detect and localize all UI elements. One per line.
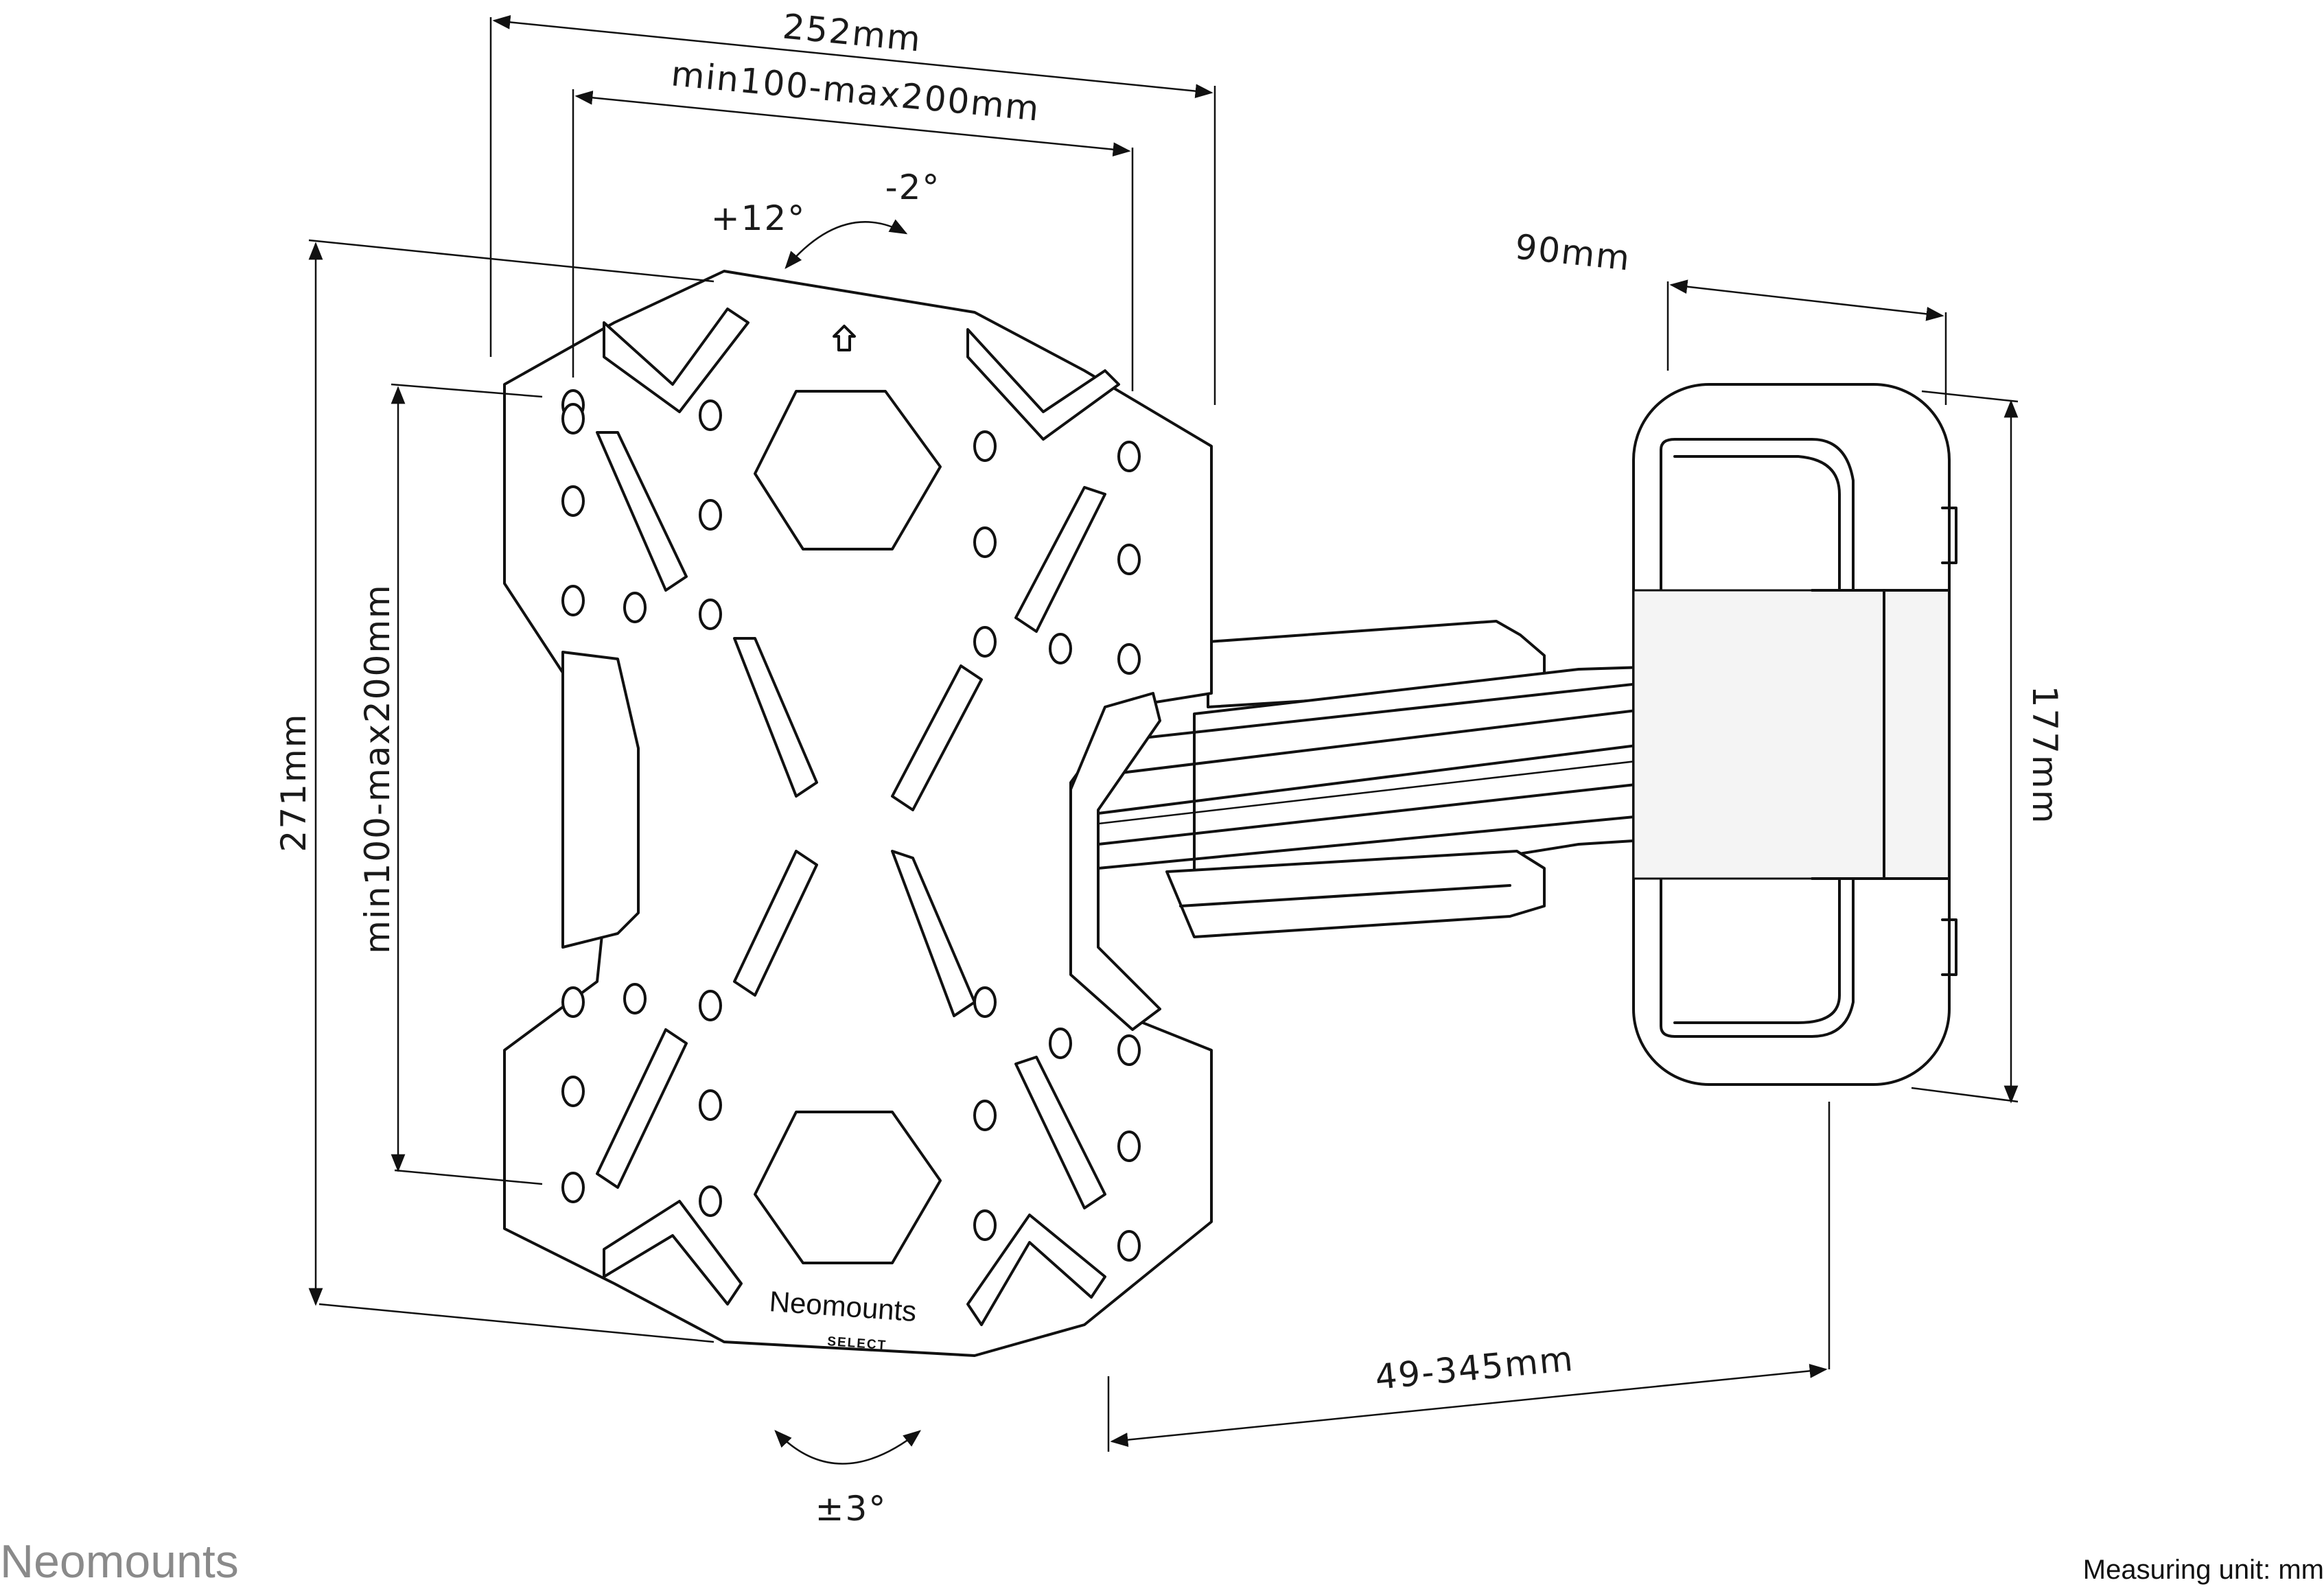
mount-hole <box>699 599 722 630</box>
mount-hole <box>1117 1034 1141 1066</box>
mount-hole <box>699 990 722 1021</box>
mount-hole <box>973 526 997 558</box>
angle-tilt-up: +12° <box>711 198 806 238</box>
mount-hole <box>1117 544 1141 575</box>
wall-plate <box>1632 383 1957 1086</box>
angle-rotation: ±3° <box>815 1489 887 1529</box>
measuring-unit: Measuring unit: mm <box>2083 1555 2324 1585</box>
mount-hole <box>1117 1230 1141 1262</box>
mount-hole <box>973 986 997 1018</box>
mount-hole <box>699 399 722 431</box>
dim-extension: 49-345mm <box>1373 1338 1576 1397</box>
mount-hole <box>623 983 647 1014</box>
angle-tilt-down: -2° <box>885 167 941 207</box>
mount-hole <box>561 986 585 1018</box>
dim-wall-plate-height: 177mm <box>2025 686 2065 825</box>
mount-hole <box>973 1209 997 1241</box>
dimension-lines <box>308 14 2019 1465</box>
dim-vesa-horizontal: min100-max200mm <box>669 54 1042 128</box>
mount-hole <box>561 485 585 517</box>
mount-hole <box>973 626 997 658</box>
mount-hole <box>561 403 585 434</box>
mount-hole <box>699 499 722 531</box>
mount-hole <box>1117 643 1141 675</box>
mount-hole <box>623 592 647 623</box>
mount-hole <box>561 1172 585 1203</box>
plate-slots <box>561 308 1161 1326</box>
brand-logo: Neomounts <box>0 1535 239 1586</box>
dim-height-total: 271mm <box>274 713 314 853</box>
dim-arm-depth: 90mm <box>1513 227 1633 278</box>
mount-hole <box>1049 633 1072 664</box>
mount-hole <box>699 1185 722 1217</box>
mount-hole <box>973 430 997 462</box>
dim-vesa-vertical: min100-max200mm <box>358 583 397 954</box>
mount-hole <box>1049 1028 1072 1059</box>
mount-hole <box>561 1076 585 1107</box>
mount-hole <box>699 1089 722 1121</box>
mount-hole <box>561 585 585 616</box>
mount-hole <box>1117 1130 1141 1162</box>
mount-holes <box>561 389 1141 1262</box>
mount-hole <box>973 1100 997 1131</box>
mount-hole <box>1117 441 1141 472</box>
